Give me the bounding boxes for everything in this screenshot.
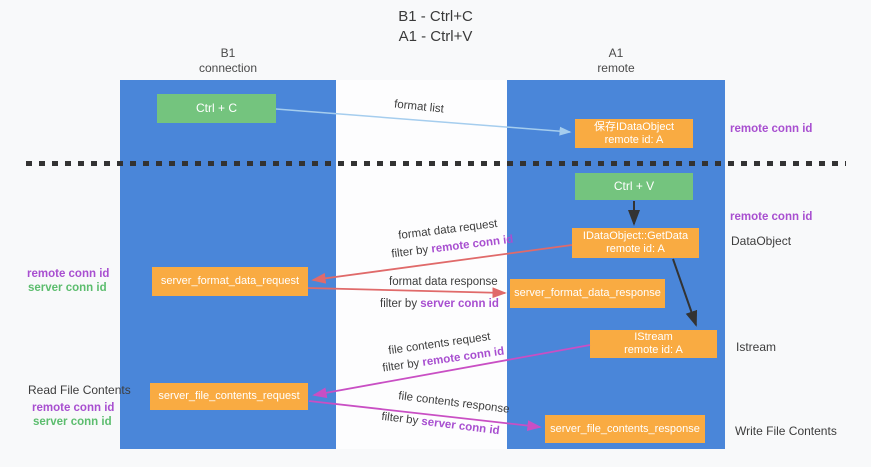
lifeline-b1-name: B1	[220, 46, 236, 60]
server-format-data-request-label: server_format_data_request	[160, 275, 300, 287]
server-format-data-request-box: server_format_data_request	[152, 267, 308, 296]
lifeline-header-b1: B1 connection	[120, 46, 336, 76]
getdata-line1: IDataObject::GetData	[582, 230, 689, 242]
lifeline-a1-name: A1	[608, 46, 624, 60]
left-server-conn-id-1: server conn id	[28, 282, 107, 294]
format-data-response-filter-label: filter by server conn id	[380, 298, 499, 310]
server-file-contents-request-label: server_file_contents_request	[158, 390, 300, 402]
idataobject-getdata-box: IDataObject::GetData remote id: A	[572, 228, 699, 258]
getdata-line2: remote id: A	[606, 243, 665, 255]
save-idataobject-box: 保存IDataObject remote id: A	[575, 119, 693, 148]
istream-box: IStream remote id: A	[590, 330, 717, 358]
filter-by-text: filter by	[380, 298, 418, 310]
server-conn-id-text: server conn id	[420, 298, 499, 310]
write-file-contents-annotation: Write File Contents	[735, 424, 837, 438]
server-format-data-response-label: server_format_data_response	[514, 287, 661, 299]
save-idataobject-line2: remote id: A	[604, 133, 664, 146]
lifeline-a1-role: remote	[597, 61, 635, 75]
left-server-conn-id-2: server conn id	[33, 416, 112, 428]
phase-divider-dashed-line	[26, 161, 846, 166]
diagram-title: B1 - Ctrl+C A1 - Ctrl+V	[0, 7, 871, 47]
lifeline-header-a1: A1 remote	[507, 46, 725, 76]
server-file-contents-response-label: server_file_contents_response	[550, 422, 700, 435]
server-format-data-response-box: server_format_data_response	[510, 279, 665, 308]
right-remote-conn-id-1: remote conn id	[730, 123, 813, 135]
title-line-2: A1 - Ctrl+V	[398, 28, 473, 45]
istream-annotation: Istream	[736, 340, 777, 354]
left-remote-conn-id-1: remote conn id	[27, 268, 110, 280]
ctrl-c-box: Ctrl + C	[157, 94, 276, 123]
server-file-contents-request-box: server_file_contents_request	[150, 383, 308, 410]
lifeline-b1-role: connection	[198, 61, 258, 75]
ctrl-v-box: Ctrl + V	[575, 173, 693, 200]
format-data-response-label: format data response	[389, 276, 498, 288]
istream-line1: IStream	[634, 331, 673, 343]
istream-line2: remote id: A	[624, 344, 683, 356]
save-idataobject-line1: 保存IDataObject	[593, 120, 675, 133]
ctrl-v-label: Ctrl + V	[613, 179, 655, 193]
read-file-contents-annotation: Read File Contents	[28, 383, 131, 397]
server-file-contents-response-box: server_file_contents_response	[545, 415, 705, 443]
title-line-1: B1 - Ctrl+C	[398, 8, 473, 25]
left-remote-conn-id-2: remote conn id	[32, 402, 115, 414]
dataobject-annotation: DataObject	[731, 234, 792, 248]
ctrl-c-label: Ctrl + C	[195, 101, 237, 115]
right-remote-conn-id-2: remote conn id	[730, 211, 813, 223]
